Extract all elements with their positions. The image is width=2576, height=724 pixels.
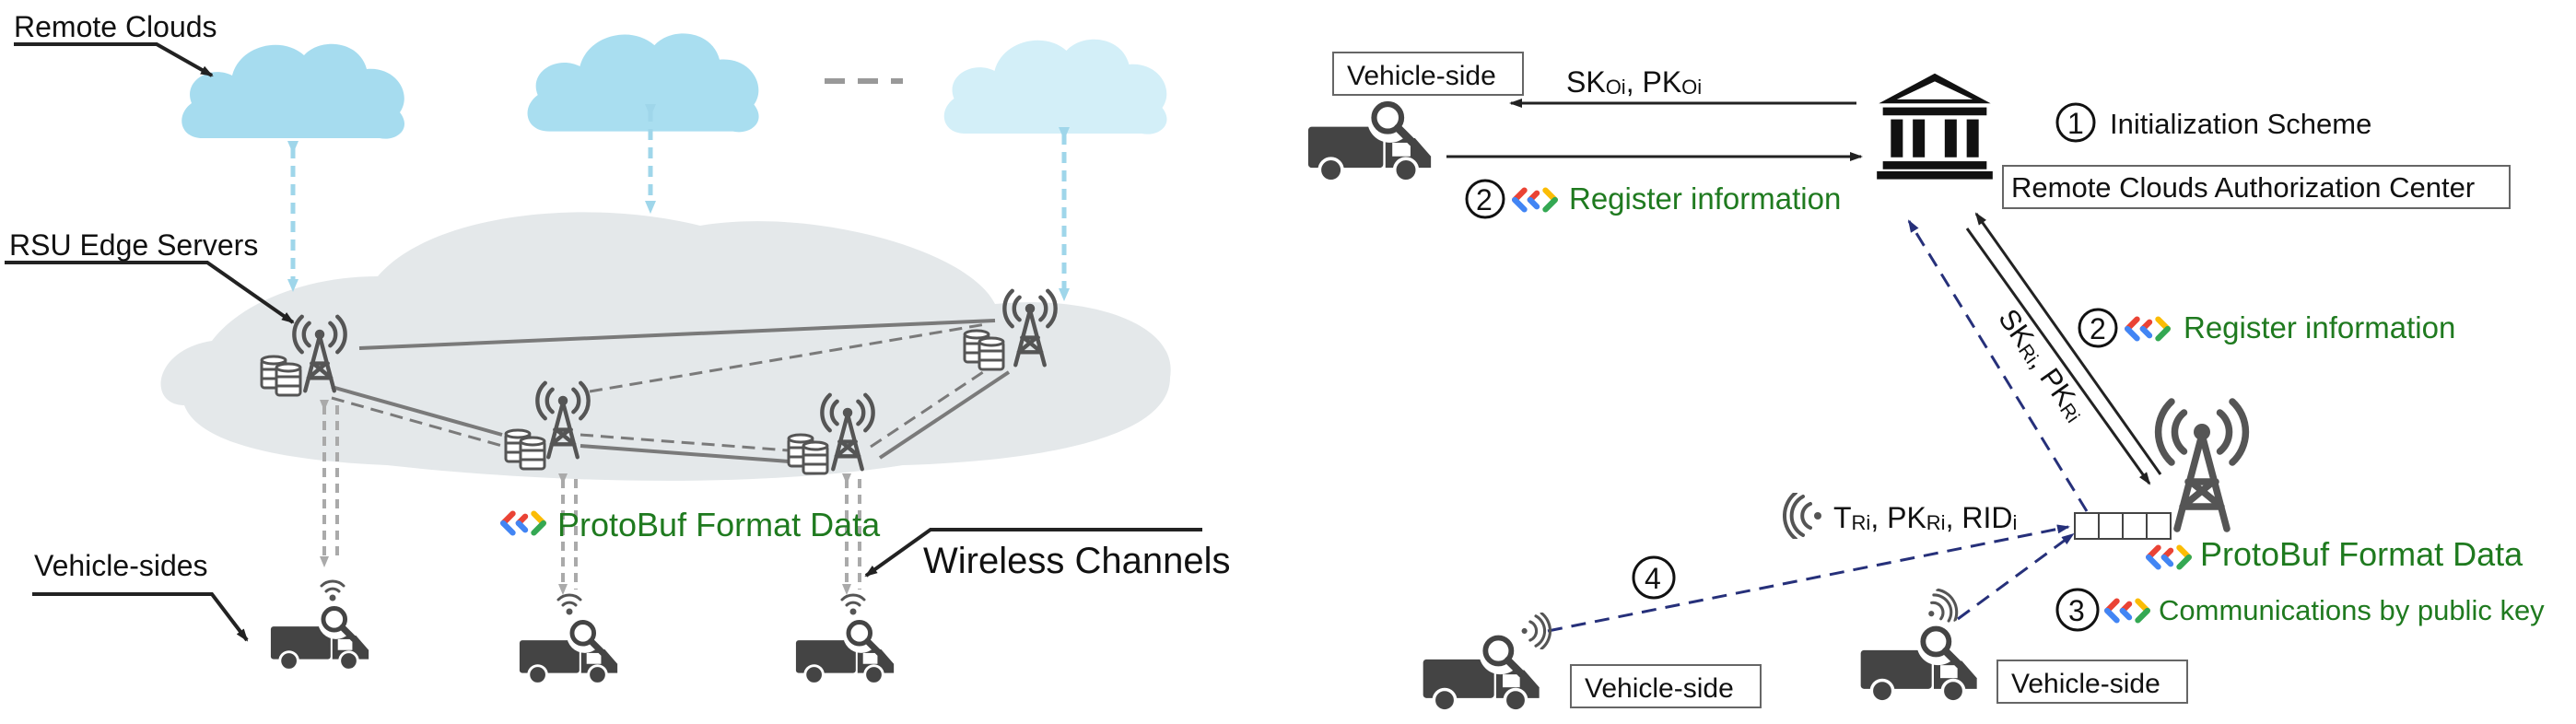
step-4-number: 4 bbox=[1645, 562, 1661, 595]
right-panel: Vehicle-side SKOi, PKOi 2 Register infor… bbox=[1308, 52, 2545, 711]
protobuf-icon bbox=[2149, 548, 2189, 567]
authority-box bbox=[2002, 165, 2511, 209]
step-2-badge bbox=[1465, 179, 1505, 219]
truck-icon bbox=[1423, 632, 1540, 711]
wireless-link bbox=[320, 400, 861, 595]
vehicle bbox=[271, 579, 369, 670]
tower-icon bbox=[2159, 402, 2246, 529]
truck-icon bbox=[1861, 623, 1977, 702]
cloud-icon bbox=[943, 39, 1167, 134]
cloud-icon bbox=[527, 33, 759, 133]
vehicle-sides-label: Vehicle-sides bbox=[34, 549, 208, 582]
initialization-scheme-label: Initialization Scheme bbox=[2110, 108, 2371, 140]
cloud-icon bbox=[181, 43, 404, 139]
truck-icon bbox=[1308, 98, 1431, 181]
step-1-badge bbox=[2055, 102, 2096, 143]
owner-keys-label: SKOi, PKOi bbox=[1566, 65, 1702, 99]
rsu-keys-label: SKRi, PKRi bbox=[1992, 303, 2092, 426]
rsu-keys-arrow bbox=[1965, 228, 2151, 485]
vehicle bbox=[796, 593, 894, 683]
rsu-register-arrow bbox=[1974, 212, 2162, 475]
broadcast-label: TRi, PKRi, RIDi bbox=[1833, 501, 2017, 534]
rsu-edge-servers-label: RSU Edge Servers bbox=[9, 228, 258, 262]
vehicle-side-label: Vehicle-side bbox=[2011, 669, 2160, 699]
step-3-badge bbox=[2055, 588, 2100, 632]
left-panel: Remote Clouds RSU Edge Servers Vehicle-s… bbox=[5, 10, 1230, 683]
remote-clouds-label: Remote Clouds bbox=[14, 10, 217, 43]
vehicle-side-label: Vehicle-side bbox=[1585, 673, 1734, 704]
register-info-label: Register information bbox=[2184, 310, 2455, 344]
network-area bbox=[160, 212, 1171, 481]
dashed-uplink bbox=[1907, 219, 2089, 512]
step-2-number: 2 bbox=[2090, 312, 2106, 345]
broadcast-icon bbox=[1783, 493, 1823, 539]
vehicle bbox=[520, 593, 617, 683]
wireless-channels-label: Wireless Channels bbox=[923, 541, 1230, 581]
rsu-links bbox=[331, 319, 1011, 464]
protobuf-icon bbox=[1515, 191, 1555, 210]
wifi-icon bbox=[1520, 613, 1551, 649]
protobuf-icon bbox=[2127, 320, 2168, 339]
protobuf-icon bbox=[2107, 601, 2148, 621]
protobuf-icon bbox=[503, 514, 544, 533]
dashed-link-left-vehicle bbox=[1547, 524, 2070, 633]
vehicle-side-box bbox=[1996, 660, 2188, 704]
dashed-link-right-vehicle bbox=[1957, 532, 2075, 621]
vehicle-side-box bbox=[1332, 52, 1524, 96]
step-1-number: 1 bbox=[2067, 107, 2084, 140]
vehicle-side-label: Vehicle-side bbox=[1347, 61, 1496, 91]
vehicle-side-box bbox=[1570, 664, 1762, 708]
cloud-link bbox=[287, 104, 1070, 301]
step-2-badge bbox=[2078, 308, 2118, 348]
queue-icon bbox=[2074, 512, 2172, 540]
step-4-badge bbox=[1632, 555, 1676, 600]
authority-label: Remote Clouds Authorization Center bbox=[2011, 171, 2475, 204]
bank-icon bbox=[1877, 73, 1993, 180]
step-2-number: 2 bbox=[1476, 183, 1493, 216]
protobuf-label: ProtoBuf Format Data bbox=[2200, 535, 2523, 573]
register-info-label: Register information bbox=[1569, 181, 1841, 216]
communications-label: Communications by public key bbox=[2159, 594, 2545, 626]
label-pointers bbox=[5, 42, 1202, 642]
protobuf-label: ProtoBuf Format Data bbox=[557, 506, 881, 543]
step-3-number: 3 bbox=[2068, 594, 2085, 627]
